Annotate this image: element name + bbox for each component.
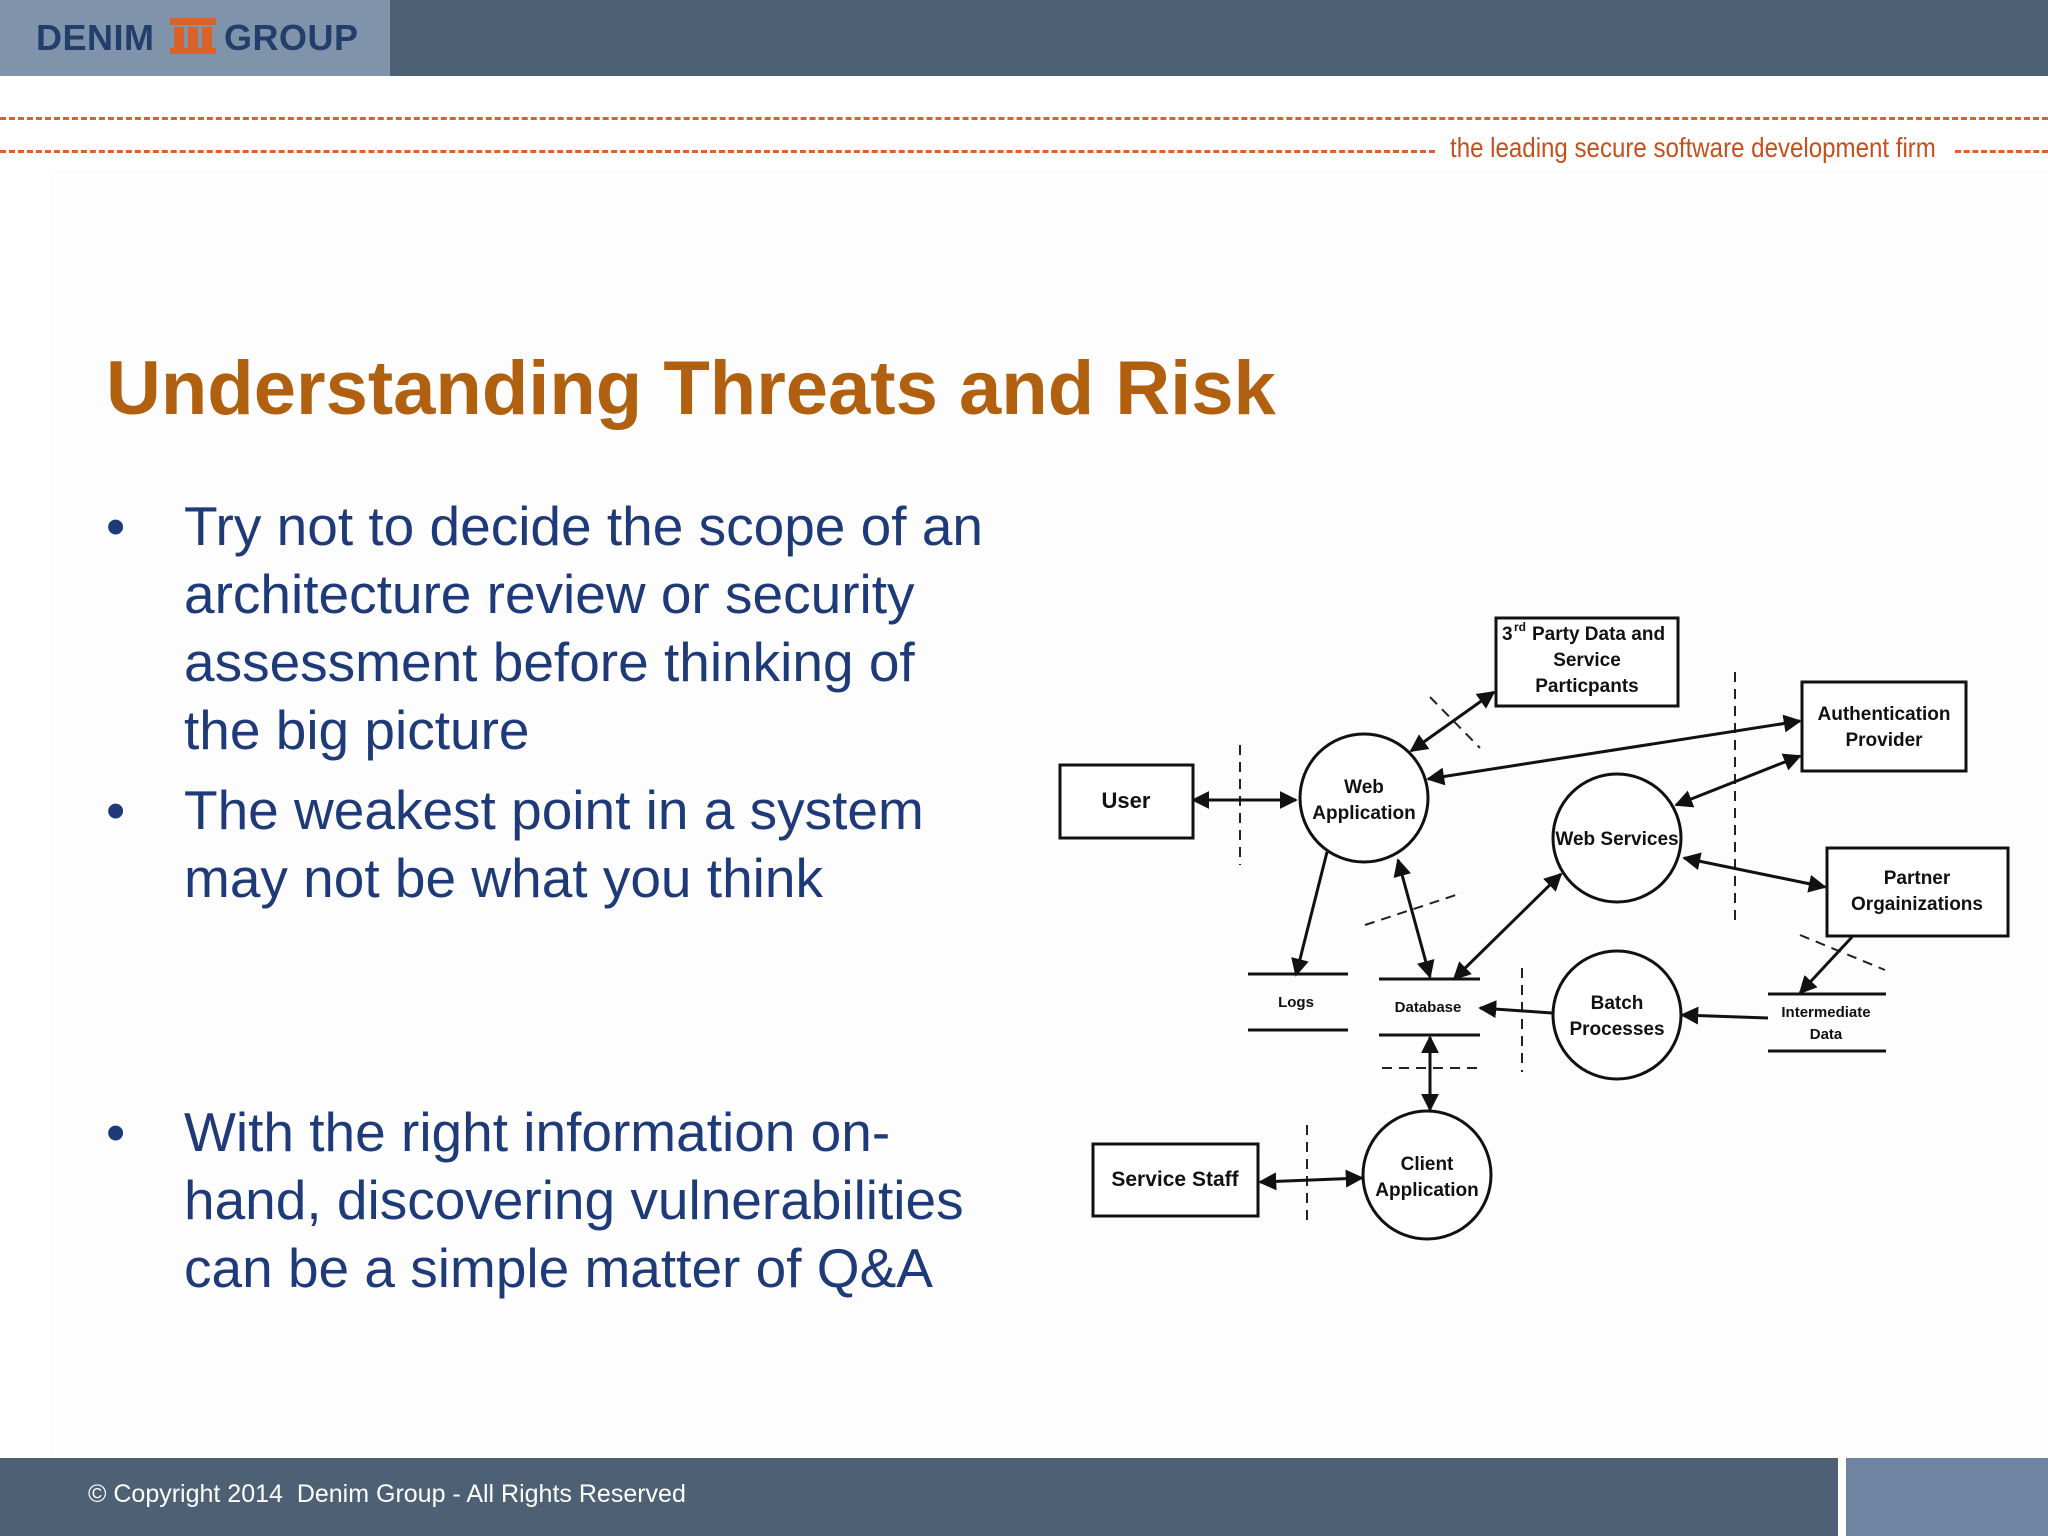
dashed-rule-bottom-left [0, 150, 1435, 153]
svg-text:Service: Service [1553, 650, 1621, 671]
label-user: User [1102, 788, 1151, 813]
label-service-staff: Service Staff [1111, 1168, 1239, 1191]
process-web-services [1551, 772, 1683, 904]
svg-text:Orgainizations: Orgainizations [1851, 894, 1983, 915]
svg-text:Authentication: Authentication [1818, 704, 1951, 725]
svg-text:Partner: Partner [1884, 868, 1951, 889]
logo-text-left: DENIM [36, 17, 155, 58]
label-batch-processes: Batch Processes [1569, 993, 1664, 1040]
label-web-services: Web Services [1555, 829, 1678, 850]
entity-partner-orgs [1825, 846, 2010, 938]
label-third-party: 3 rd Party Data and Service Particpants [1502, 620, 1665, 697]
logo: DENIM GROUP [0, 0, 390, 76]
bullet-item: Try not to decide the scope of an archit… [106, 492, 1006, 764]
label-database: Database [1395, 999, 1462, 1016]
process-client-application [1361, 1109, 1493, 1241]
label-partner-orgs: Partner Orgainizations [1851, 868, 1983, 915]
label-auth-provider: Authentication Provider [1818, 704, 1951, 751]
svg-text:rd: rd [1514, 620, 1526, 634]
entity-auth-provider [1800, 680, 1968, 773]
dashed-rule-bottom-right [1955, 150, 2048, 153]
entity-service-staff [1091, 1142, 1260, 1218]
svg-text:3: 3 [1502, 624, 1513, 645]
svg-text:Processes: Processes [1569, 1019, 1664, 1040]
svg-text:Intermediate: Intermediate [1781, 1004, 1870, 1021]
tagline: the leading secure software development … [1450, 132, 1936, 163]
entity-third-party [1494, 616, 1680, 708]
logo-text-right: GROUP [224, 17, 359, 58]
svg-text:Client: Client [1401, 1154, 1454, 1175]
label-client-application: Client Application [1375, 1154, 1478, 1201]
process-web-application [1298, 732, 1430, 864]
dashed-rule-top [0, 117, 2048, 120]
svg-text:Web: Web [1344, 777, 1384, 798]
footer-bar [0, 1458, 1838, 1536]
data-flow-diagram: User 3 rd Party Data and Service Particp… [1058, 616, 2010, 1241]
svg-text:Party Data and: Party Data and [1532, 624, 1665, 645]
label-intermediate-data: Intermediate Data [1781, 1004, 1870, 1043]
bullet-item: The weakest point in a system may not be… [106, 776, 1006, 912]
label-web-application: Web Application [1312, 777, 1415, 824]
svg-text:Batch: Batch [1591, 993, 1644, 1014]
data-flows [1191, 690, 1854, 1191]
bullet-list: Try not to decide the scope of an archit… [106, 492, 1006, 1302]
svg-text:Data: Data [1810, 1026, 1843, 1043]
logo-mark-icon [170, 18, 216, 54]
process-batch-processes [1551, 949, 1683, 1081]
slide-title: Understanding Threats and Risk [106, 346, 1276, 431]
copyright-text: © Copyright 2014 Denim Group - All Right… [88, 1480, 686, 1508]
data-stores [1248, 972, 1886, 1053]
svg-text:Application: Application [1375, 1180, 1478, 1201]
svg-text:Application: Application [1312, 803, 1415, 824]
svg-text:Particpants: Particpants [1535, 676, 1638, 697]
svg-text:Provider: Provider [1845, 730, 1923, 751]
footer-side-block [1846, 1458, 2048, 1536]
bullet-item: With the right information on-hand, disc… [106, 1098, 1006, 1302]
label-logs: Logs [1278, 994, 1314, 1011]
entity-user [1058, 763, 1195, 840]
